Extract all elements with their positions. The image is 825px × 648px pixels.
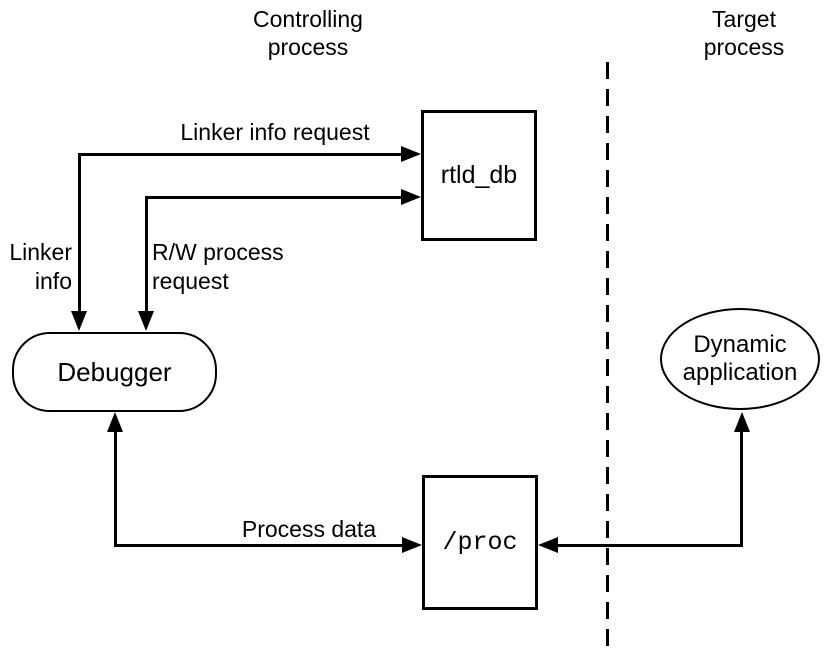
arrowhead-right-into-rtld-db-1 xyxy=(401,146,421,162)
target-process-title: Target process xyxy=(703,6,785,60)
node-proc-label: /proc xyxy=(442,528,518,557)
edge-dynamic-proc-hline xyxy=(554,544,743,547)
edge-process-data-vline xyxy=(114,428,117,547)
node-debugger-label: Debugger xyxy=(57,356,172,387)
edge-dynamic-proc-vline xyxy=(740,428,743,547)
process-boundary-dashed-line xyxy=(606,62,609,648)
edge-rw-process-request-hline xyxy=(145,196,405,199)
node-dynamic-application-label: Dynamic application xyxy=(682,331,798,386)
edge-rw-process-request-vline xyxy=(145,196,148,318)
arrowhead-up-into-dynamic-application xyxy=(734,412,750,432)
arrowhead-right-into-rtld-db-2 xyxy=(401,189,421,205)
arrowhead-left-into-proc xyxy=(538,537,558,553)
controlling-process-title: Controlling process xyxy=(253,6,363,60)
edge-label-process-data: Process data xyxy=(241,516,377,542)
arrowhead-down-into-debugger-2 xyxy=(138,311,154,331)
edge-linker-info-request-hline xyxy=(78,153,405,156)
edge-process-data-hline xyxy=(114,544,404,547)
node-dynamic-application: Dynamic application xyxy=(660,308,820,410)
node-proc: /proc xyxy=(422,475,538,610)
arrowhead-right-into-proc xyxy=(402,537,422,553)
node-rtld-db-label: rtld_db xyxy=(440,161,518,189)
arrowhead-down-into-debugger-1 xyxy=(71,311,87,331)
arrowhead-up-into-debugger xyxy=(107,412,123,432)
node-debugger: Debugger xyxy=(12,332,217,412)
edge-label-linker-info: Linker info xyxy=(9,239,72,294)
edge-linker-info-vline xyxy=(78,153,81,318)
edge-label-linker-info-request: Linker info request xyxy=(180,119,370,145)
edge-label-rw-process-request: R/W process request xyxy=(152,239,284,294)
node-rtld-db: rtld_db xyxy=(421,110,537,241)
